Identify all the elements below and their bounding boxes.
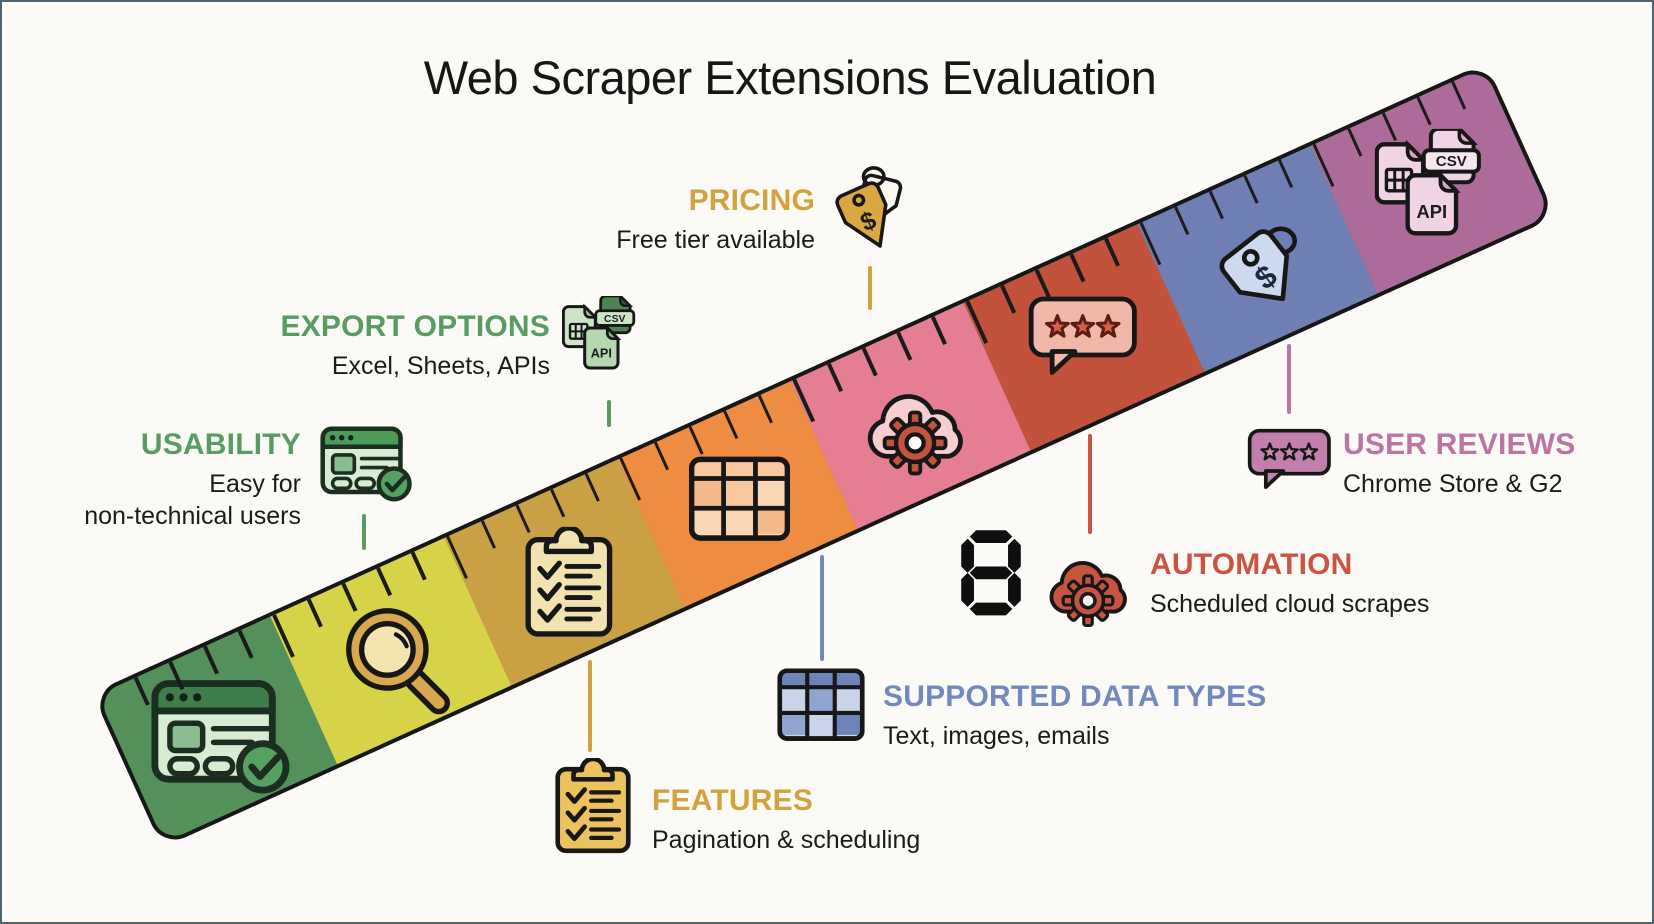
rating-bubble-icon [1029,296,1138,375]
clipboard-checklist-icon [525,527,613,638]
user-reviews-connector [1287,344,1291,414]
ruler: $ CSV [92,62,1556,848]
features-connector [588,660,592,752]
file-formats-icon: CSV API [562,296,636,370]
export-options-connector [607,400,611,427]
callout-supported-data-types: SUPPORTED DATA TYPES Text, images, email… [883,680,1266,752]
pricing-title: PRICING [688,184,815,217]
magnifier-icon [346,608,451,715]
csv-file-icon: CSV [594,296,636,335]
usability-title: USABILITY [140,428,301,461]
api-file-icon: API [583,324,622,370]
callout-pricing: PRICING Free tier available [616,184,815,256]
browser-check-icon [151,680,290,794]
ruler-segment-features [443,459,685,686]
price-tags-icon: $ [835,166,903,248]
features-description: Pagination & scheduling [652,826,921,854]
cloud-gear-icon [1049,561,1127,628]
features-title: FEATURES [652,784,814,817]
ruler-segment-automation [790,302,1031,529]
callout-user-reviews: USER REVIEWS Chrome Store & G2 [1343,428,1575,500]
svg-text:API: API [1416,201,1447,222]
svg-text:CSV: CSV [1436,153,1467,170]
page-title: Web Scraper Extensions Evaluation [423,51,1157,104]
gear [882,410,948,476]
gear [1061,574,1115,628]
automation-description: Scheduled cloud scrapes [1150,590,1430,618]
svg-text:CSV: CSV [604,314,625,325]
svg-text:API: API [591,346,612,360]
clipboard-checklist-icon [555,758,631,854]
file-formats-icon: CSV API [1374,128,1481,236]
csv-file-icon: CSV [1421,128,1481,185]
callout-export-options: EXPORT OPTIONS Excel, Sheets, APIs [280,310,550,382]
user-reviews-title: USER REVIEWS [1343,428,1576,461]
ruler-segment-data-table [617,381,858,608]
supported-data-types-connector [820,555,824,661]
automation-connector [1088,434,1092,534]
price-tag-icon: $ [1219,226,1297,302]
callout-usability: USABILITY Easy for non-technical users [84,428,301,532]
ruler-segment-reviews [963,224,1205,451]
export-options-title: EXPORT OPTIONS [280,310,550,343]
callout-features: FEATURES Pagination & scheduling [652,784,920,856]
ruler-segment-usability [97,616,338,843]
ruler-segment-pricing: $ [1137,145,1378,372]
browser-check-icon [320,426,412,502]
usability-description: Easy for non-technical users [84,470,301,530]
cloud-gear-icon [868,394,964,476]
supported-data-types-description: Text, images, emails [883,722,1110,750]
data-table-icon [688,456,790,541]
automation-title: AUTOMATION [1150,548,1353,581]
data-table-icon [777,668,865,741]
export-options-description: Excel, Sheets, APIs [331,352,550,380]
ruler-segment-export: CSV API [1310,67,1551,294]
api-file-icon: API [1405,170,1461,236]
callout-automation: AUTOMATION Scheduled cloud scrapes [1150,548,1429,620]
front-tag: $ [835,181,888,248]
user-reviews-description: Chrome Store & G2 [1343,470,1563,498]
supported-data-types-title: SUPPORTED DATA TYPES [883,680,1267,713]
seven-segment-digit-icon [961,530,1021,616]
pricing-description: Free tier available [616,226,815,254]
ruler-segment-search [270,538,511,765]
pricing-connector [868,266,872,310]
rating-bubble-icon [1247,428,1331,489]
usability-connector [362,514,366,550]
